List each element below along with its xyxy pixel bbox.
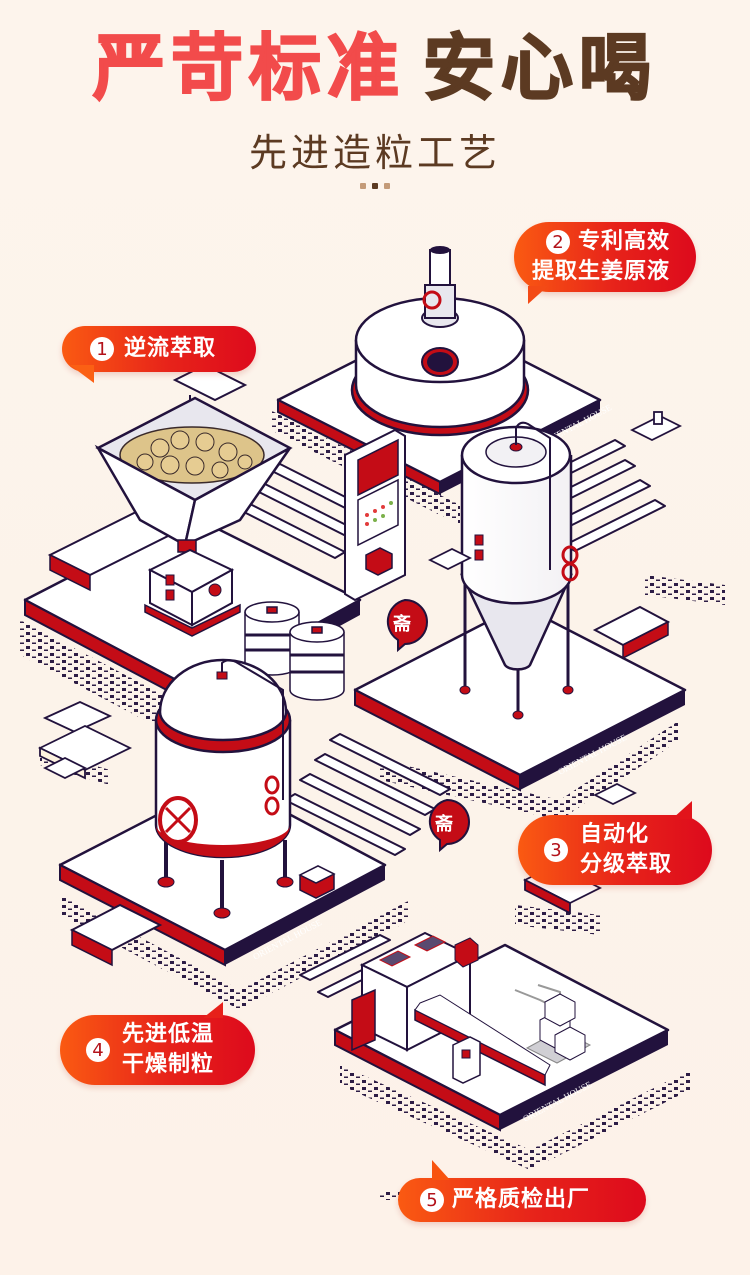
pager-dot[interactable]: [360, 183, 366, 189]
bubble-tail: [203, 1002, 223, 1018]
page-headline: 严苛标准安心喝: [0, 26, 750, 110]
step-bubble-2: 2 专利高效 提取生姜原液: [514, 222, 696, 292]
box-trolley: [514, 984, 592, 1064]
step-bubble-1: 1 逆流萃取: [62, 326, 256, 372]
ginger-hopper: [94, 363, 293, 637]
factory-illustration: ORIENTAL HOUSE ORIENTAL HOUSE ORIENTAL H…: [20, 246, 725, 1200]
step-label-line1: 专利高效: [578, 229, 671, 254]
brand-logo-glyph: 斋: [434, 813, 454, 835]
control-panel: [344, 428, 406, 602]
brand-marker: 斋: [428, 798, 470, 853]
step-label: 逆流萃取: [124, 336, 217, 361]
step-number-badge: 4: [86, 1038, 110, 1062]
bubble-tail: [70, 365, 94, 383]
bubble-tail: [672, 801, 692, 819]
extraction-tank: [350, 246, 530, 437]
dryer-conveyor: [351, 931, 551, 1087]
bubble-tail: [432, 1160, 450, 1180]
pager-dots: [0, 183, 750, 189]
step-bubble-3: 3 自动化 分级萃取: [518, 815, 712, 885]
step-number-badge: 2: [546, 230, 570, 254]
step-label-line1: 自动化: [580, 822, 650, 847]
page-subtitle: 先进造粒工艺: [248, 131, 501, 175]
pager-dot[interactable]: [384, 183, 390, 189]
step-number-badge: 1: [90, 337, 114, 361]
headline-red: 严苛标准: [92, 26, 405, 110]
step-number-badge: 5: [420, 1188, 444, 1212]
conical-fermenter: [459, 421, 579, 720]
headline-brown: 安心喝: [422, 26, 658, 110]
step-number-badge: 3: [544, 838, 568, 862]
brand-marker: 斋: [386, 598, 428, 653]
kegs: [244, 601, 345, 701]
step-label-line1: 先进低温: [122, 1022, 215, 1047]
step-label-line2: 分级萃取: [580, 852, 673, 877]
step-bubble-4: 4 先进低温 干燥制粒: [60, 1015, 255, 1085]
step-label-line2: 提取生姜原液: [532, 259, 671, 284]
brand-logo-glyph: 斋: [392, 613, 412, 635]
step-label-line2: 干燥制粒: [122, 1052, 215, 1077]
step-label: 严格质检出厂: [452, 1187, 591, 1212]
step-bubble-5: 5 严格质检出厂: [398, 1178, 646, 1222]
pressure-tank: [154, 658, 336, 919]
bubble-tail: [528, 286, 548, 304]
pager-dot-active[interactable]: [372, 183, 378, 189]
